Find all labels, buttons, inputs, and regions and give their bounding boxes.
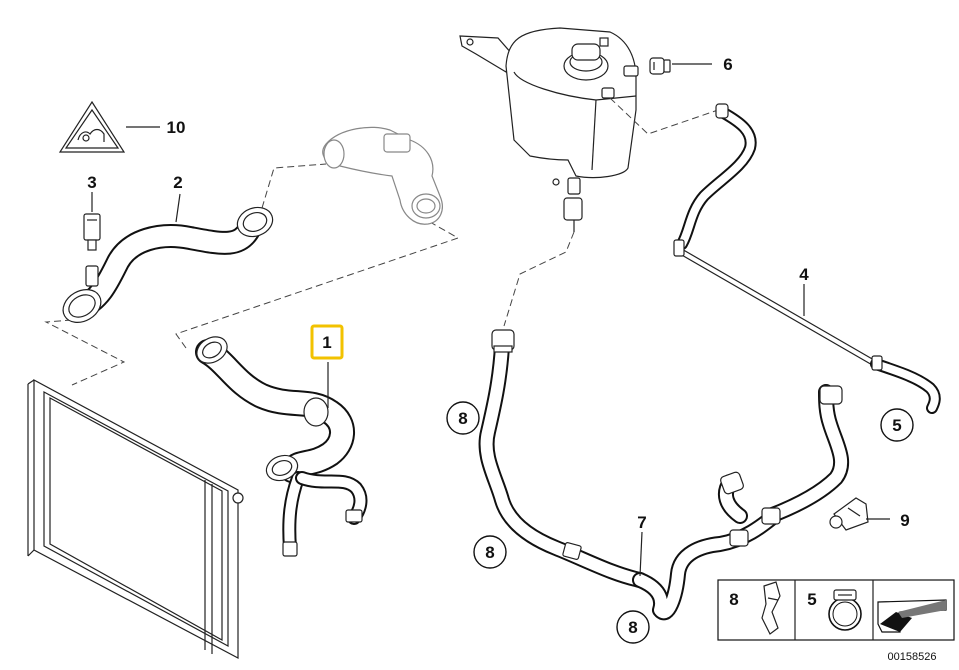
hose-8 [478,329,648,588]
legend-hose-clamp-icon [828,589,862,631]
bleed-screw [649,57,671,75]
temperature-sensor [83,213,101,251]
radiator [27,378,244,659]
callout-line-7 [639,531,643,577]
svg-text:8: 8 [485,543,494,562]
hose-7 [632,384,849,621]
legend-label-5: 5 [807,590,816,609]
part-label-7: 7 [637,513,646,532]
part-label-10: 10 [167,118,186,137]
part-label-6: 6 [723,55,732,74]
hose-clip [829,497,869,531]
legend-arrow-icon [877,599,947,633]
part-badge-8a: 8 [446,401,480,435]
leader-tank-hose4 [609,97,719,135]
hose-1 [195,336,368,557]
expansion-tank [459,27,639,232]
svg-text:5: 5 [892,416,901,435]
part-badge-8b: 8 [473,535,507,569]
legend-clip-icon [761,581,781,635]
leader-hose2-thermostat [261,163,327,209]
part-1-highlight [310,324,344,360]
leader-radiator-hose2 [44,319,126,386]
warning-triangle [58,100,126,153]
part-label-2: 2 [173,173,182,192]
reference-code: 00158526 [888,651,937,663]
legend-box: 8 5 [717,579,955,641]
part-label-1: 1 [322,333,331,352]
svg-text:8: 8 [458,409,467,428]
callout-line-2 [175,193,181,223]
part-badge-8c: 8 [616,610,650,644]
thermostat-housing [322,126,443,225]
leader-hose1-thermostat [175,221,460,349]
hose-4 [673,103,941,414]
svg-text:8: 8 [628,618,637,637]
legend-label-8: 8 [729,590,738,609]
part-label-9: 9 [900,511,909,530]
part-label-4: 4 [799,265,809,284]
part-badge-5: 5 [880,408,914,442]
leader-tank-hose8 [503,231,575,327]
hose-2 [62,206,274,323]
part-label-3: 3 [87,173,96,192]
